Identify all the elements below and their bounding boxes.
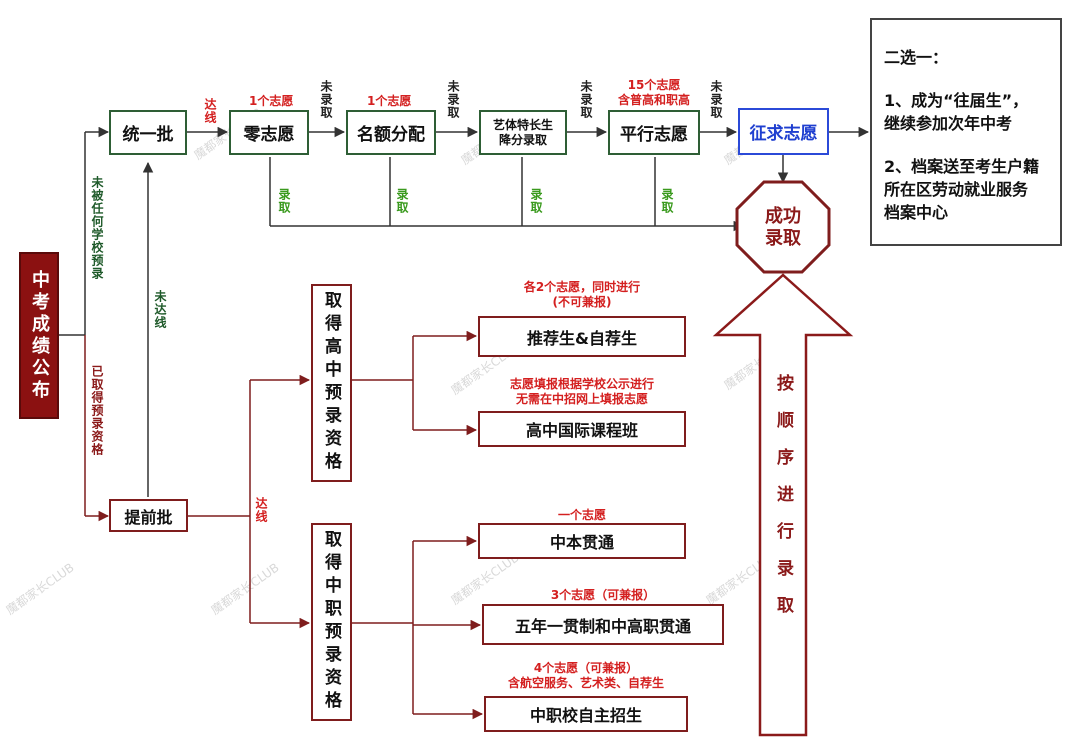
- choice-option-1: 1、成为“往届生”， 继续参加次年中考: [884, 89, 1052, 135]
- hs-qualification-node: 取得高中预录资格: [311, 284, 352, 482]
- arts-node-line: 艺体特长生: [492, 117, 553, 132]
- not-preadmitted-label: 未被任何学校预录: [90, 176, 104, 280]
- intl-note-line: 志愿填报根据学校公示进行: [509, 377, 654, 391]
- admitted-label: 录取: [660, 188, 674, 214]
- start-node: 中考成绩公布: [19, 252, 59, 419]
- preadmitted-label: 已取得预录资格: [90, 365, 104, 456]
- big-up-arrow: [712, 273, 854, 737]
- choice-option-2: 2、档案送至考生户籍 所在区劳动就业服务 档案中心: [884, 155, 1052, 224]
- admitted-label: 录取: [395, 188, 409, 214]
- arts-node-line: 降分录取: [498, 132, 547, 147]
- choice-option-line: 1、成为“往届生”，: [884, 91, 1029, 110]
- zhongben-note-label: 一个志愿: [557, 508, 606, 522]
- choice-box: 二选一： 1、成为“往届生”， 继续参加次年中考 2、档案送至考生户籍 所在区劳…: [870, 18, 1062, 246]
- solicit-node: 征求志愿: [738, 108, 829, 155]
- choice-title: 二选一：: [884, 48, 949, 67]
- parallel-note-label: 15个志愿 含普高和职高: [608, 78, 700, 108]
- five-year-node: 五年一贯制和中高职贯通: [482, 604, 724, 645]
- intl-class-node: 高中国际课程班: [478, 411, 686, 447]
- vs-qualification-node: 取得中职预录资格: [311, 523, 352, 721]
- recommend-note-label: 各2个志愿，同时进行 (不可兼报): [478, 280, 686, 310]
- not-admitted-label: 未录取: [579, 80, 593, 119]
- reach-line-label: 达线: [203, 98, 217, 124]
- batch-unified-node: 统一批: [109, 110, 187, 155]
- zhongben-node: 中本贯通: [478, 523, 686, 559]
- choice-option-line: 所在区劳动就业服务: [884, 180, 1029, 199]
- recommend-note-line: (不可兼报): [552, 295, 612, 309]
- big-arrow-text: 按顺序进行录取: [773, 374, 793, 633]
- five-year-note-label: 3个志愿（可兼报）: [550, 588, 656, 602]
- success-line: 成功: [765, 206, 801, 227]
- intl-note-label: 志愿填报根据学校公示进行 无需在中招网上填报志愿: [478, 377, 686, 407]
- admitted-label: 录取: [277, 188, 291, 214]
- not-admitted-label: 未录取: [319, 80, 333, 119]
- batch-early-node: 提前批: [109, 499, 188, 532]
- quota-node: 名额分配: [346, 110, 436, 155]
- arts-node: 艺体特长生 降分录取: [479, 110, 567, 155]
- vocational-note-label: 4个志愿（可兼报） 含航空服务、艺术类、自荐生: [484, 661, 688, 691]
- parallel-node: 平行志愿: [608, 110, 700, 155]
- zero-choice-node: 零志愿: [229, 110, 309, 155]
- recommend-note-line: 各2个志愿，同时进行: [523, 280, 641, 294]
- not-admitted-label: 未录取: [709, 80, 723, 119]
- intl-note-line: 无需在中招网上填报志愿: [515, 392, 648, 406]
- success-line: 录取: [765, 228, 801, 249]
- success-node: 成功 录取: [752, 205, 814, 251]
- vocational-node: 中职校自主招生: [484, 696, 688, 732]
- parallel-note-line: 含普高和职高: [617, 93, 690, 107]
- choice-option-line: 继续参加次年中考: [884, 114, 1013, 133]
- reach-line-early-label: 达线: [254, 497, 268, 523]
- recommend-node: 推荐生&自荐生: [478, 316, 686, 357]
- vocational-note-line: 4个志愿（可兼报）: [533, 661, 639, 675]
- vocational-note-line: 含航空服务、艺术类、自荐生: [507, 676, 664, 690]
- choice-option-line: 档案中心: [884, 203, 949, 222]
- not-reach-label: 未达线: [153, 290, 167, 329]
- not-admitted-label: 未录取: [446, 80, 460, 119]
- choice-option-line: 2、档案送至考生户籍: [884, 157, 1040, 176]
- admitted-label: 录取: [529, 188, 543, 214]
- parallel-note-line: 15个志愿: [627, 78, 681, 92]
- success-octagon: [735, 180, 831, 274]
- zero-note-label: 1个志愿: [249, 94, 294, 108]
- quota-note-label: 1个志愿: [367, 94, 412, 108]
